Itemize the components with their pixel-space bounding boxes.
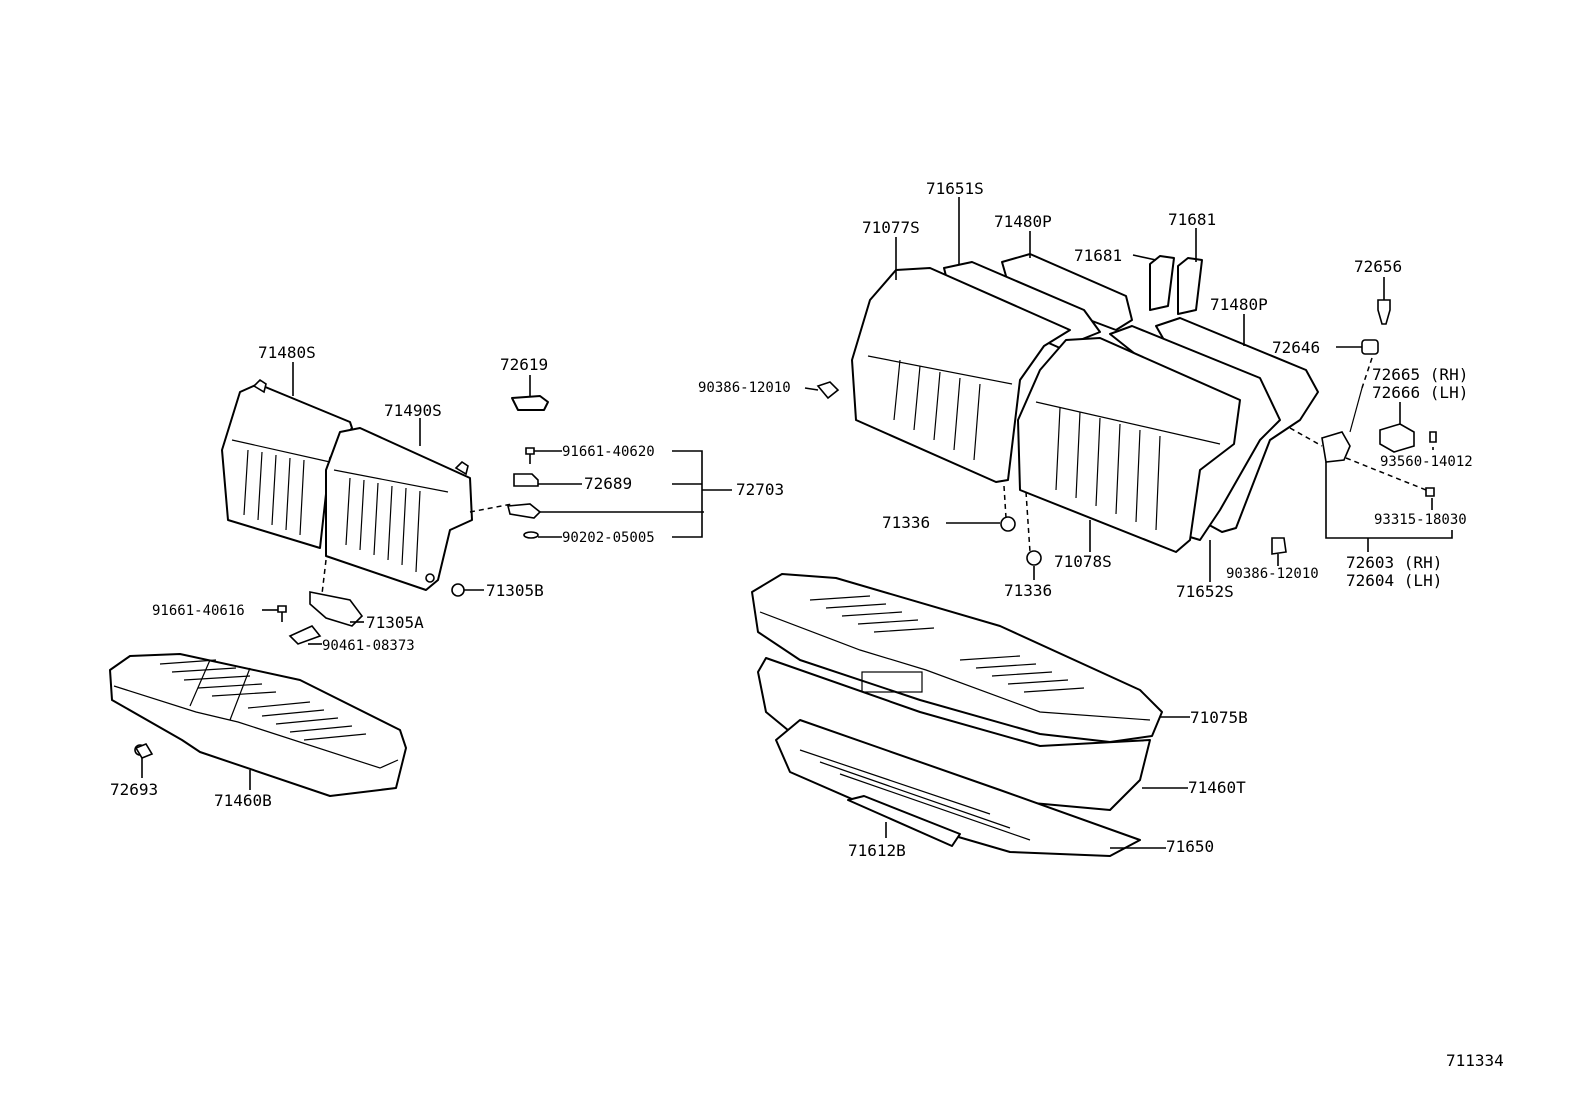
label-71480p-right: 71480P <box>1210 295 1268 314</box>
label-93560-14012: 93560-14012 <box>1380 454 1473 470</box>
label-71460t: 71460T <box>1188 778 1246 797</box>
label-71480p-top: 71480P <box>994 212 1052 231</box>
label-72646: 72646 <box>1272 338 1320 357</box>
label-93315-18030: 93315-18030 <box>1374 512 1467 528</box>
label-91661-40616: 91661-40616 <box>152 603 245 619</box>
label-71681-b: 71681 <box>1168 210 1216 229</box>
label-71078s: 71078S <box>1054 552 1112 571</box>
left-seatback-group <box>221 378 473 591</box>
label-91661-40620: 91661-40620 <box>562 444 655 460</box>
label-71305a: 71305A <box>366 613 424 632</box>
label-90461-08373: 90461-08373 <box>322 638 415 654</box>
label-90386-12010-bot: 90386-12010 <box>1226 566 1319 582</box>
label-71075b: 71075B <box>1190 708 1248 727</box>
label-71650: 71650 <box>1166 837 1214 856</box>
label-90386-12010-top: 90386-12010 <box>698 380 791 396</box>
label-72693: 72693 <box>110 780 158 799</box>
right-seatback-group <box>816 253 1437 566</box>
label-90202-05005: 90202-05005 <box>562 530 655 546</box>
left-seat-cushion <box>109 653 407 797</box>
left-small-parts <box>134 395 549 759</box>
label-71490s: 71490S <box>384 401 442 420</box>
label-71460b: 71460B <box>214 791 272 810</box>
diagram-id: 711334 <box>1446 1051 1504 1070</box>
label-72689: 72689 <box>584 474 632 493</box>
leader-lines <box>141 197 1453 849</box>
label-71305b: 71305B <box>486 581 544 600</box>
label-72666: 72666 (LH) <box>1372 383 1468 402</box>
label-72703: 72703 <box>736 480 784 499</box>
label-71336-a: 71336 <box>882 513 930 532</box>
label-71681-a: 71681 <box>1074 246 1122 265</box>
label-71480s: 71480S <box>258 343 316 362</box>
label-71652s: 71652S <box>1176 582 1234 601</box>
right-seat-cushion-group <box>751 573 1163 857</box>
label-72656: 72656 <box>1354 257 1402 276</box>
label-71077s: 71077S <box>862 218 920 237</box>
label-72619: 72619 <box>500 355 548 374</box>
label-72665: 72665 (RH) <box>1372 365 1468 384</box>
part-labels: 71651S 71077S 71480P 71681 71681 71480P … <box>110 179 1504 1070</box>
label-72603: 72603 (RH) <box>1346 553 1442 572</box>
label-71651s: 71651S <box>926 179 984 198</box>
label-71612b: 71612B <box>848 841 906 860</box>
label-71336-b: 71336 <box>1004 581 1052 600</box>
label-72604: 72604 (LH) <box>1346 571 1442 590</box>
